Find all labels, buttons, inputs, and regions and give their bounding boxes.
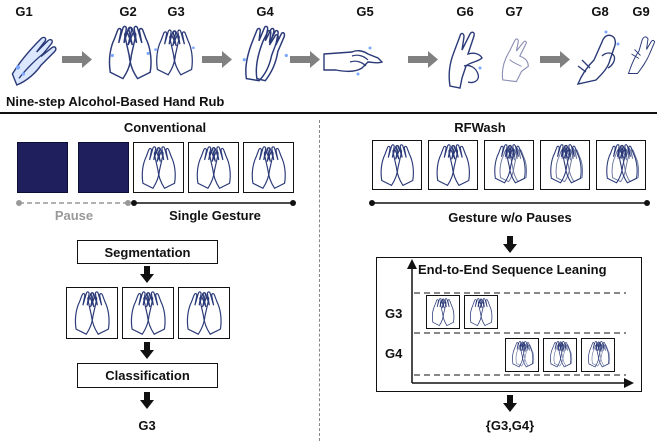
sequence-g3-frame-2 [464,295,498,329]
arrow-g3-g4 [202,51,232,68]
rfwash-frame-5 [596,140,646,190]
top-caption: Nine-step Alcohol-Based Hand Rub [6,94,225,109]
rfwash-frame-3 [484,140,534,190]
down-arrow-icon [140,392,154,409]
g1-hand-icon [11,36,57,86]
g7-hand-icon [501,38,529,83]
pause-label: Pause [54,208,94,223]
gesture-label-g9: G9 [632,4,650,19]
sequence-g3-frame-1 [426,295,460,329]
rfwash-timeline [369,200,650,206]
down-arrow-icon [503,395,517,412]
single-gesture-label: Single Gesture [169,208,261,223]
arrow-g7-g8 [540,51,570,68]
rfwash-result: {G3,G4} [485,418,535,433]
sequence-panel-title: End-to-End Sequence Leaning [418,262,607,277]
rfwash-frame-2 [428,140,478,190]
g6-hand-icon [448,31,483,89]
arrow-g5-g6 [408,51,438,68]
sequence-g4-frame-3 [581,338,615,372]
gesture-label-g6: G6 [456,4,474,19]
single-gesture-frame-1 [133,142,184,193]
sequence-g4-frame-2 [543,338,577,372]
gesture-label-g4: G4 [256,4,274,19]
segmented-frame-2 [122,287,174,339]
section-divider [0,112,657,114]
g4-hand-icon [242,25,288,82]
arrow-g1-g2 [62,51,92,68]
column-divider [319,120,320,441]
g5-hand-icon [323,46,384,76]
g9-hand-icon [627,36,655,74]
gesture-label-g5: G5 [356,4,374,19]
down-arrow-icon [503,236,517,253]
single-gesture-frame-3 [243,142,294,193]
single-gesture-frame-2 [188,142,239,193]
row-label-g3: G3 [385,306,403,321]
gesture-label-g1: G1 [15,4,33,19]
rfwash-frame-1 [372,140,422,190]
gesture-label-g3: G3 [167,4,185,19]
conventional-title: Conventional [123,120,207,135]
pause-timeline [16,200,131,206]
g3-hand-icon [154,29,195,76]
gesture-label-g8: G8 [591,4,609,19]
g2-hand-icon [108,25,152,80]
conventional-result: G3 [138,418,156,433]
segmented-frame-1 [66,287,118,339]
segmented-frame-3 [178,287,230,339]
row-label-g4: G4 [385,346,403,361]
gesture-sequence-illustration [11,25,655,89]
sequence-axes [407,259,634,388]
rfwash-title: RFWash [454,120,506,135]
classification-box: Classification [77,363,218,388]
arrow-g4-g5 [290,51,320,68]
down-arrow-icon [140,266,154,283]
rfwash-gesture-label: Gesture w/o Pauses [448,210,572,225]
rfwash-frame-4 [540,140,590,190]
single-gesture-timeline [131,200,296,206]
gesture-label-g2: G2 [119,4,137,19]
segmentation-box: Segmentation [77,240,218,264]
pause-block-2 [78,142,129,193]
down-arrow-icon [140,342,154,359]
gesture-label-g7: G7 [505,4,523,19]
g8-hand-icon [576,30,620,85]
sequence-g4-frame-1 [505,338,539,372]
pause-block-1 [17,142,68,193]
